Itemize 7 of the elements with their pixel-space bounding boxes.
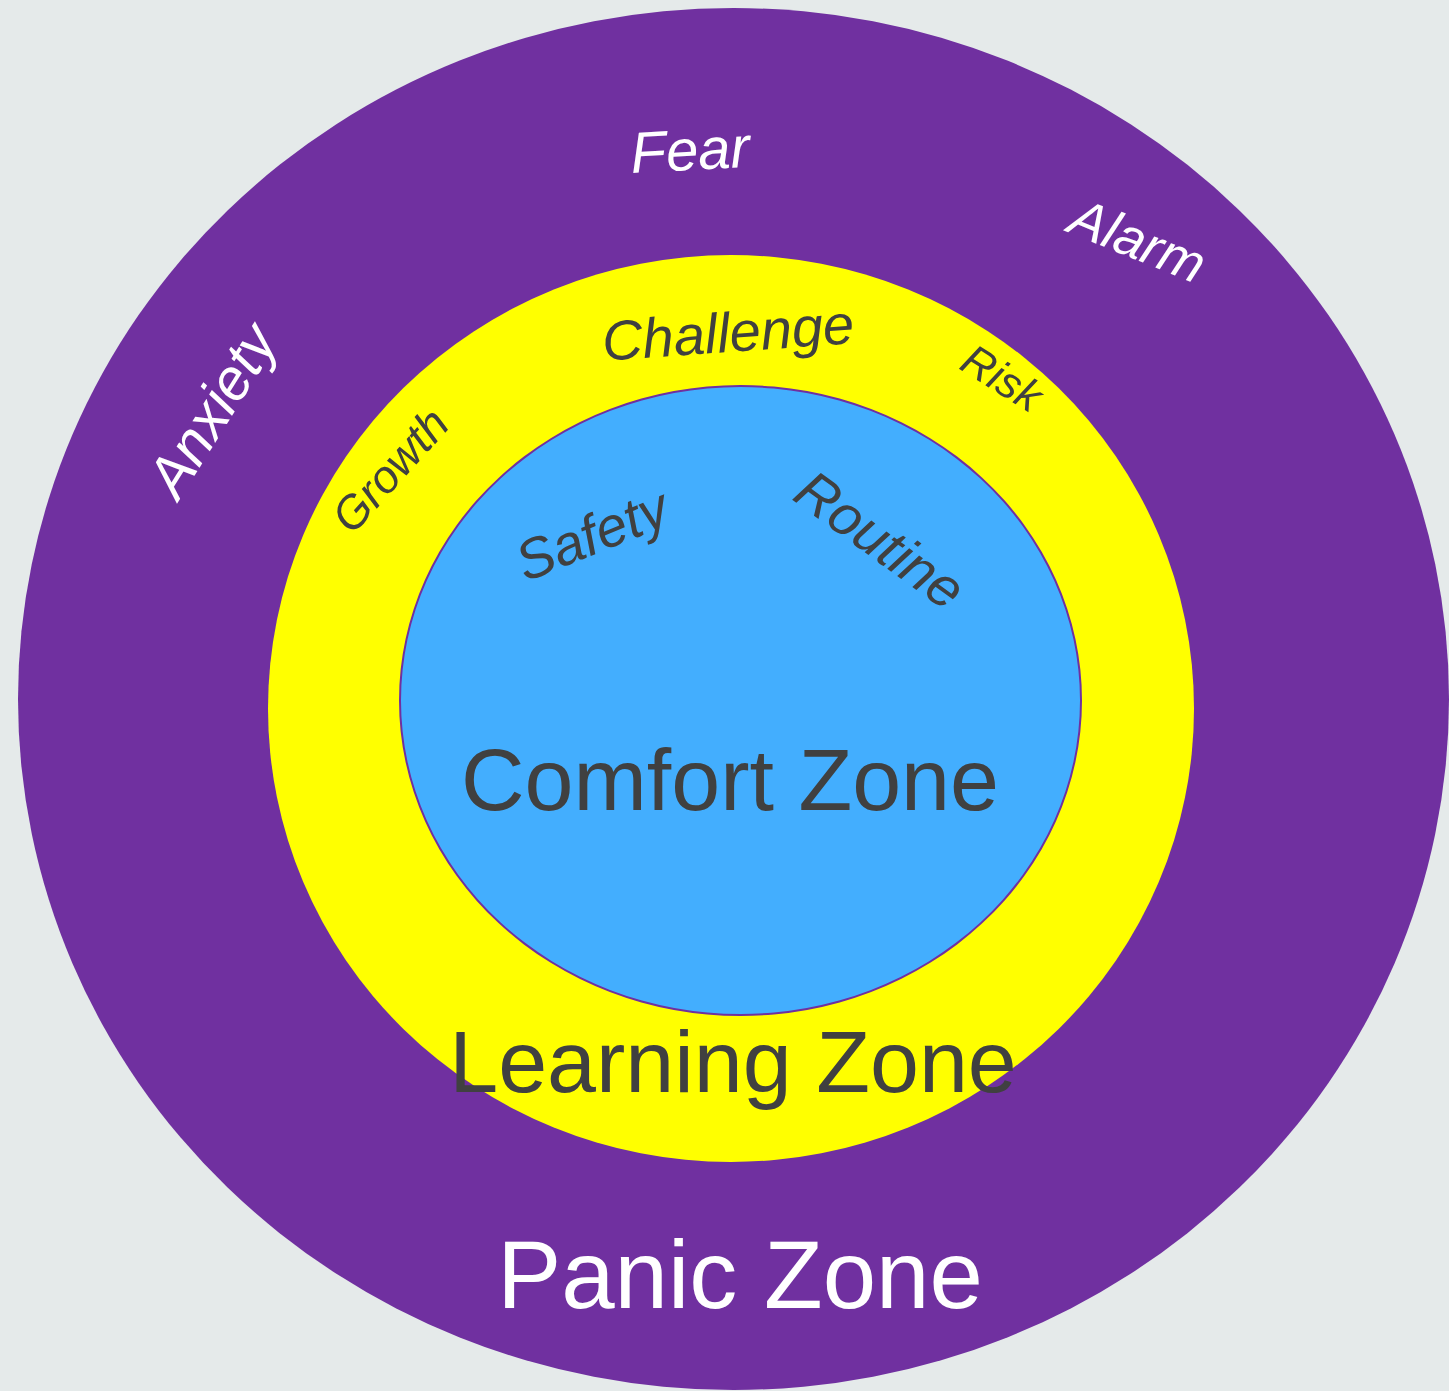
feeling-word: Alarm — [1062, 188, 1214, 292]
zone-label: Panic Zone — [497, 1227, 983, 1323]
feeling-word: Safety — [507, 479, 677, 591]
feeling-word: Risk — [954, 336, 1050, 420]
zone-label: Comfort Zone — [461, 736, 999, 824]
feeling-word: Fear — [628, 117, 752, 183]
feeling-word: Challenge — [600, 296, 856, 370]
